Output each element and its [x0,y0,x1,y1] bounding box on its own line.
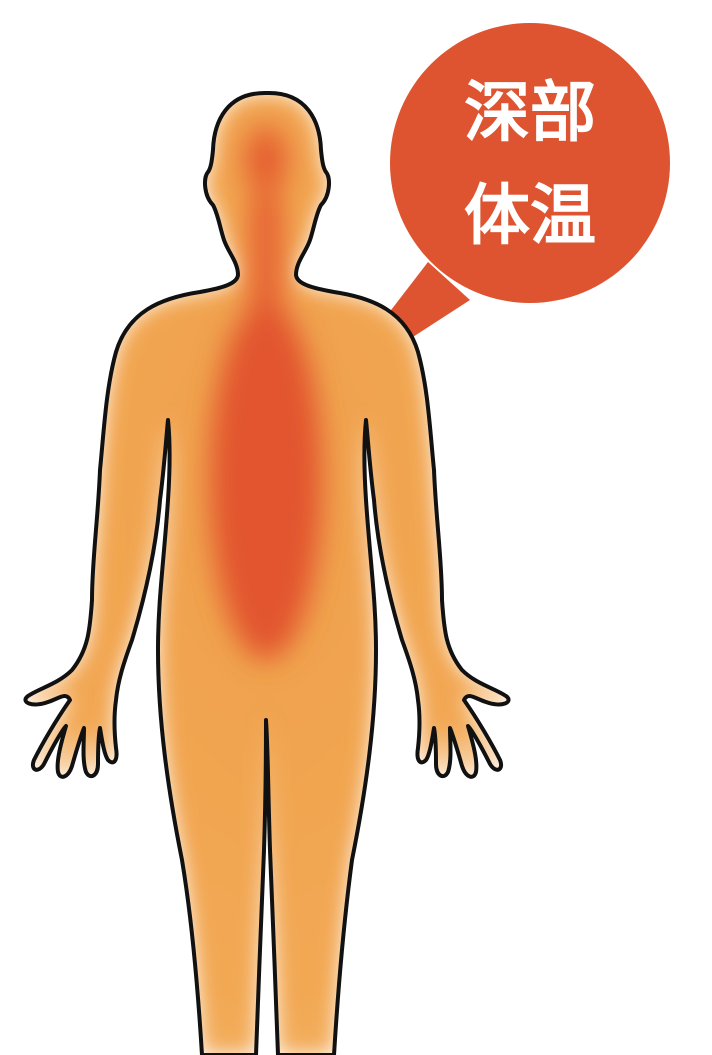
callout-circle [390,23,670,303]
head-core-heat [236,112,296,208]
callout-line-2: 体温 [464,177,596,254]
torso-core-heat [210,300,322,660]
neck-core-heat [252,195,280,305]
callout-line-1: 深部 [464,74,596,151]
